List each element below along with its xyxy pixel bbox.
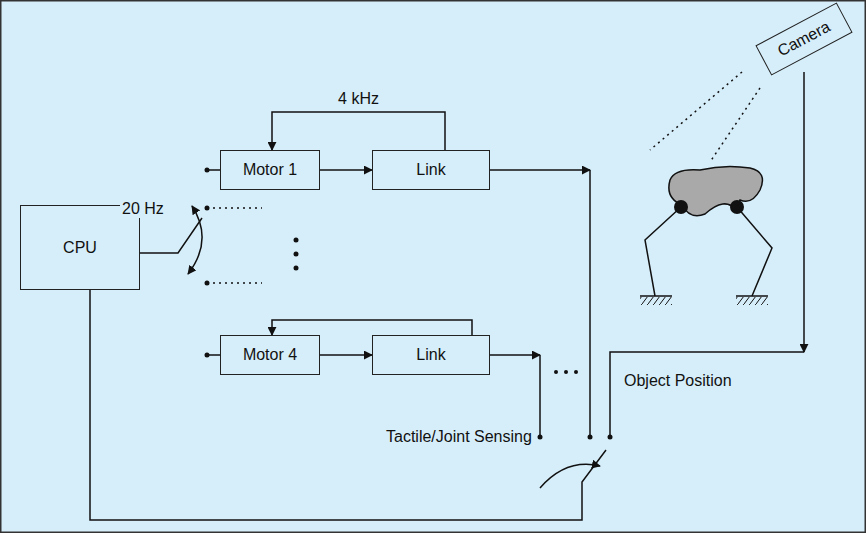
node-text: Link <box>416 161 445 179</box>
node-text: Link <box>416 346 445 364</box>
signal-label: 20 Hz <box>120 200 166 218</box>
rate-label: 4 kHz <box>336 90 381 108</box>
signal-label: Object Position <box>622 372 734 390</box>
node-text: Motor 1 <box>243 161 297 179</box>
signal-arrow <box>272 320 472 335</box>
signal-arrow <box>320 169 372 171</box>
signal-label: Tactile/Joint Sensing <box>384 428 534 446</box>
link-box: Link <box>372 335 490 375</box>
motor-box: Motor 1 <box>220 150 320 190</box>
signal-arrow <box>272 112 445 150</box>
node-text: Camera <box>775 18 834 61</box>
node-text: Motor 4 <box>243 346 297 364</box>
motor-box: Motor 4 <box>220 335 320 375</box>
node-text: CPU <box>63 239 97 257</box>
link-box: Link <box>372 150 490 190</box>
signal-arrow <box>320 354 372 356</box>
camera-box: Camera <box>755 2 852 75</box>
